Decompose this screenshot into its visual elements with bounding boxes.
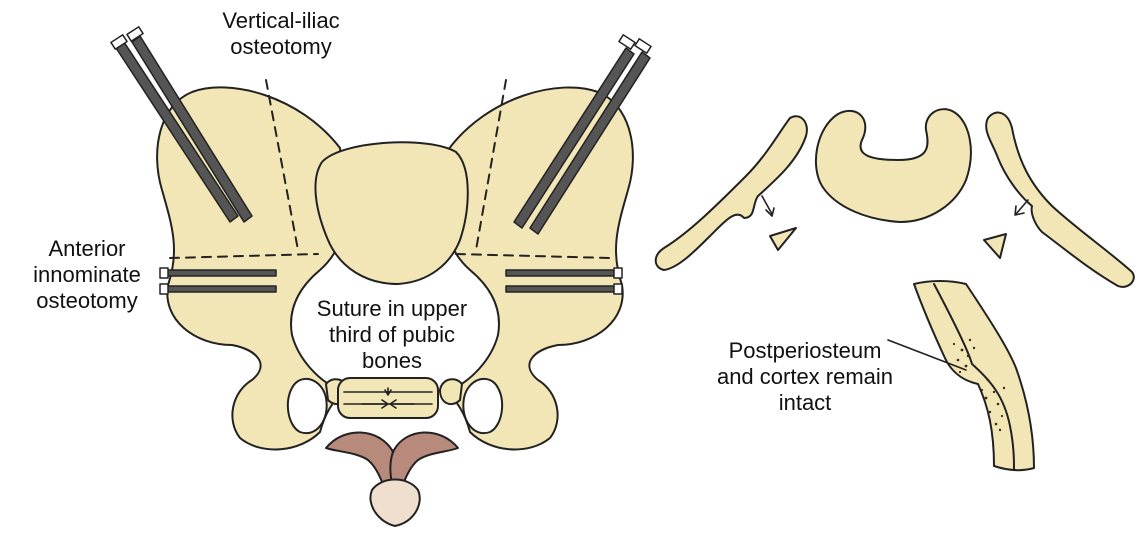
right-ischial-tuberosity xyxy=(439,378,463,406)
label-vertical-iliac-osteotomy: Vertical-iliac osteotomy xyxy=(196,8,366,60)
label-periosteum-line3: intact xyxy=(778,390,832,415)
left-innominate-cut xyxy=(169,253,319,259)
right-vertical-iliac-cut xyxy=(475,79,507,251)
detail-stipple xyxy=(952,338,1006,432)
sacrum xyxy=(314,141,469,285)
right-innominate-cut xyxy=(455,253,611,259)
left-horizontal-pins xyxy=(159,267,277,295)
right-horizontal-pins xyxy=(505,267,623,295)
pubic-suture xyxy=(343,387,433,409)
left-vertical-iliac-cut xyxy=(265,79,299,251)
left-diagonal-pins xyxy=(110,26,253,223)
right-ilium xyxy=(443,86,634,451)
periosteum-leader-line xyxy=(887,339,967,371)
label-vertical-iliac-line1: Vertical-iliac xyxy=(222,8,340,33)
label-suture-line2: third of pubic xyxy=(329,322,455,347)
label-postperiosteum-cortex-intact: Postperiosteum and cortex remain intact xyxy=(700,338,910,416)
coccyx xyxy=(369,478,421,527)
label-periosteum-line1: Postperiosteum xyxy=(728,338,882,363)
cross-section-view xyxy=(654,108,1135,472)
label-anterior-innominate-line1: Anterior xyxy=(48,236,126,261)
detail-cortex-bone xyxy=(913,280,1035,472)
label-anterior-innominate-osteotomy: Anterior innominate osteotomy xyxy=(14,236,160,314)
label-suture-line3: bones xyxy=(362,348,422,373)
right-bone-wedge-graft xyxy=(983,233,1007,259)
label-suture-line1: Suture in upper xyxy=(316,296,468,321)
label-anterior-innominate-line3: osteotomy xyxy=(36,288,138,313)
right-diagonal-pins xyxy=(513,34,652,235)
label-periosteum-line2: and cortex remain xyxy=(716,364,894,389)
osteotomy-dashed-lines xyxy=(169,79,611,259)
right-obturator-foramen xyxy=(462,377,504,435)
pubic-symphysis xyxy=(337,377,439,419)
label-suture-pubic-bones: Suture in upper third of pubic bones xyxy=(292,296,492,374)
label-vertical-iliac-line2: osteotomy xyxy=(230,34,332,59)
label-anterior-innominate-line2: innominate xyxy=(33,262,141,287)
wedge-arrows xyxy=(761,195,1029,217)
left-obturator-foramen xyxy=(286,377,328,435)
sacrum-cross-section xyxy=(815,108,972,223)
detail-cortex-inner-line xyxy=(933,283,1015,471)
left-cut-bone-segment xyxy=(654,115,808,271)
right-cut-bone-segment xyxy=(985,111,1135,288)
left-bone-wedge-graft xyxy=(769,227,797,251)
pelvis-front-view xyxy=(110,26,652,527)
